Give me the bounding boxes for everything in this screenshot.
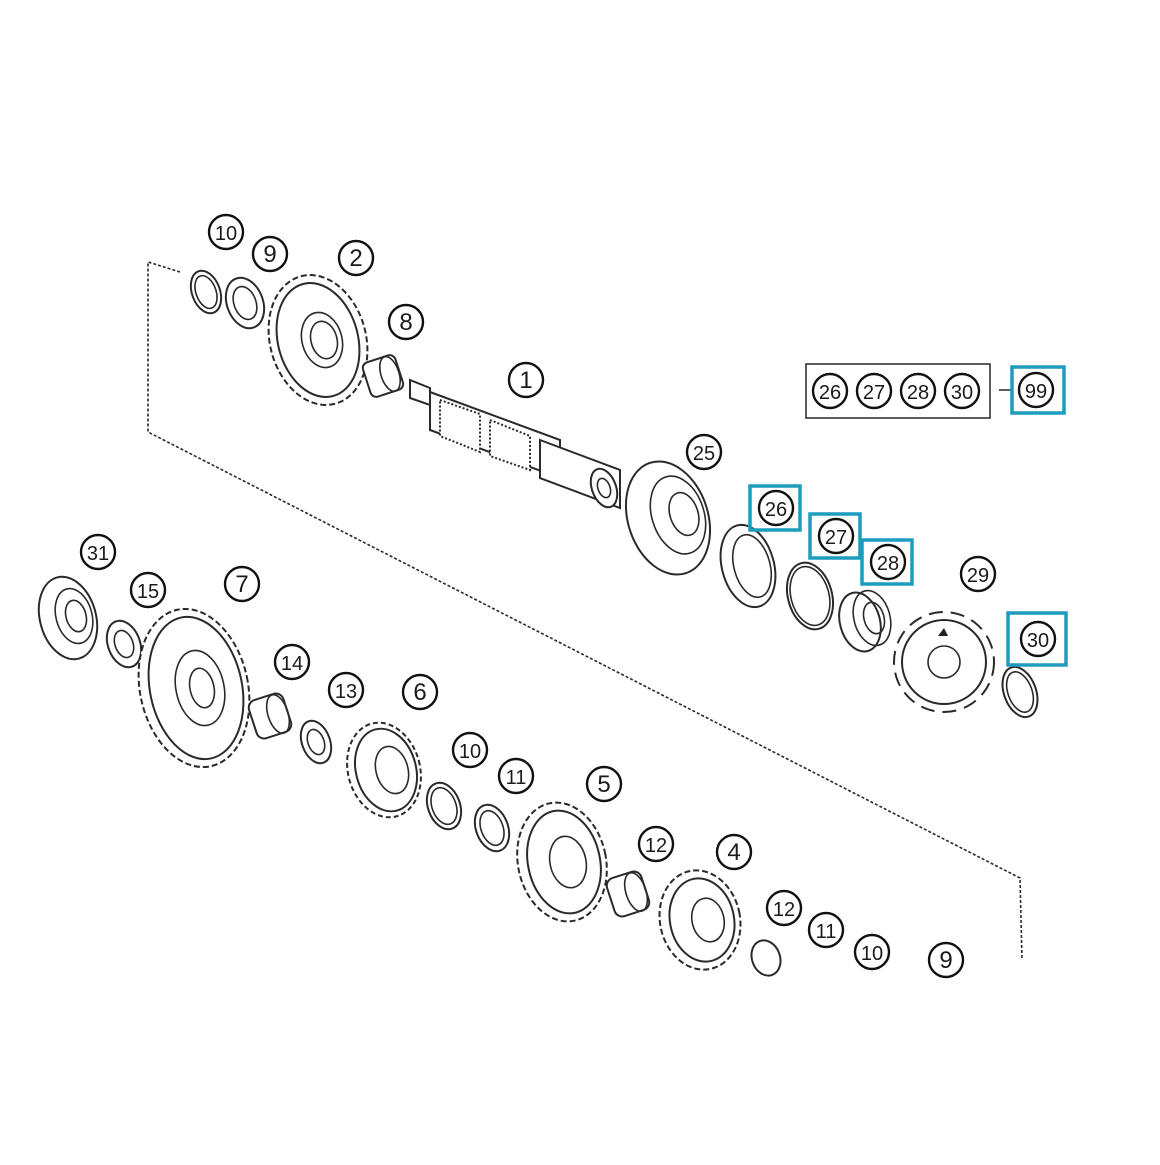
callout-c25: 25 — [685, 433, 723, 471]
part-10-ring — [189, 269, 223, 315]
callout-label: 12 — [645, 835, 667, 857]
callout-label: 30 — [1027, 630, 1049, 652]
callout-c27: 27 — [817, 517, 855, 555]
callout-c10c: 10 — [853, 933, 891, 971]
part-11-washer — [473, 803, 511, 853]
part-26-seal — [719, 523, 777, 609]
part-13-washer — [299, 719, 333, 765]
callout-kit-26: 26 — [811, 372, 849, 410]
callout-label: 15 — [137, 581, 159, 603]
callout-label: 8 — [399, 309, 412, 336]
callout-c7: 7 — [223, 565, 261, 603]
part-25-bearing — [624, 460, 712, 576]
callout-label: 9 — [263, 241, 276, 268]
callout-c14: 14 — [273, 643, 311, 681]
callout-c5: 5 — [585, 765, 623, 803]
callout-label: 10 — [459, 741, 481, 763]
callout-label: 11 — [506, 767, 527, 789]
callout-label: 13 — [335, 681, 357, 703]
callout-label: 4 — [727, 839, 740, 866]
part-5-gear — [516, 801, 608, 923]
callout-c4: 4 — [715, 833, 753, 871]
callout-c8: 8 — [387, 303, 425, 341]
part-4-gear — [658, 869, 742, 971]
callout-label: 29 — [967, 565, 989, 587]
part-6-gear — [346, 721, 422, 819]
callout-label: 6 — [413, 679, 426, 706]
callout-kit-30: 30 — [943, 372, 981, 410]
callout-label: 27 — [825, 527, 847, 549]
callout-label: 99 — [1025, 381, 1047, 403]
callout-label: 14 — [281, 653, 303, 675]
part-28-spacer — [838, 589, 892, 653]
callout-c2: 2 — [337, 239, 375, 277]
part-15-washer — [105, 619, 143, 669]
callout-label: 28 — [907, 382, 929, 404]
callout-label: 25 — [693, 443, 715, 465]
callout-c99: 99 — [1017, 371, 1055, 409]
part-29-sprocket — [893, 611, 995, 713]
callout-label: 2 — [349, 245, 362, 272]
callout-c9: 9 — [251, 235, 289, 273]
callout-label: 10 — [215, 223, 237, 245]
callout-c10b: 10 — [451, 731, 489, 769]
callout-c10a: 10 — [207, 213, 245, 251]
part-12-bushing — [605, 870, 651, 918]
callout-label: 28 — [877, 553, 899, 575]
callout-kit-28: 28 — [899, 372, 937, 410]
callout-c12b: 12 — [765, 889, 803, 927]
callout-c15: 15 — [129, 571, 167, 609]
part-7-gear — [137, 607, 251, 769]
callout-c1: 1 — [507, 361, 545, 399]
part-10-ring-lower — [425, 781, 463, 831]
callout-label: 30 — [951, 382, 973, 404]
assembly-bracket — [147, 260, 1023, 961]
part-30-circlip — [1001, 665, 1039, 719]
part-27-ring — [785, 561, 835, 631]
part-1-shaft — [409, 378, 621, 510]
callout-c13: 13 — [327, 671, 365, 709]
callout-label: 5 — [597, 771, 610, 798]
callout-label: 27 — [863, 382, 885, 404]
callout-label: 11 — [816, 921, 837, 943]
callout-label: 26 — [819, 382, 841, 404]
callout-label: 7 — [235, 571, 248, 598]
callout-kit-27: 27 — [855, 372, 893, 410]
callout-label: 12 — [773, 899, 795, 921]
callout-c12a: 12 — [637, 825, 675, 863]
callout-c11a: 11 — [497, 757, 535, 795]
callout-label: 1 — [519, 367, 532, 394]
callout-c11b: 11 — [807, 911, 845, 949]
callout-c9b: 9 — [927, 941, 965, 979]
part-12-washer-partial — [750, 939, 782, 977]
callout-c29: 29 — [959, 555, 997, 593]
callout-label: 26 — [765, 499, 787, 521]
part-2-gear — [267, 274, 369, 406]
part-8-bushing — [361, 354, 405, 398]
part-14-bushing — [247, 692, 293, 740]
highlight-boxes — [748, 365, 1068, 667]
callout-label: 9 — [939, 947, 952, 974]
part-9-washer — [224, 276, 266, 330]
callout-c30: 30 — [1019, 620, 1057, 658]
callout-label: 31 — [87, 543, 109, 565]
callout-c28: 28 — [869, 543, 907, 581]
part-31-bearing — [37, 575, 99, 661]
callout-c6: 6 — [401, 673, 439, 711]
callout-c31: 31 — [79, 533, 117, 571]
callout-label: 10 — [861, 943, 883, 965]
callout-c26: 26 — [757, 489, 795, 527]
